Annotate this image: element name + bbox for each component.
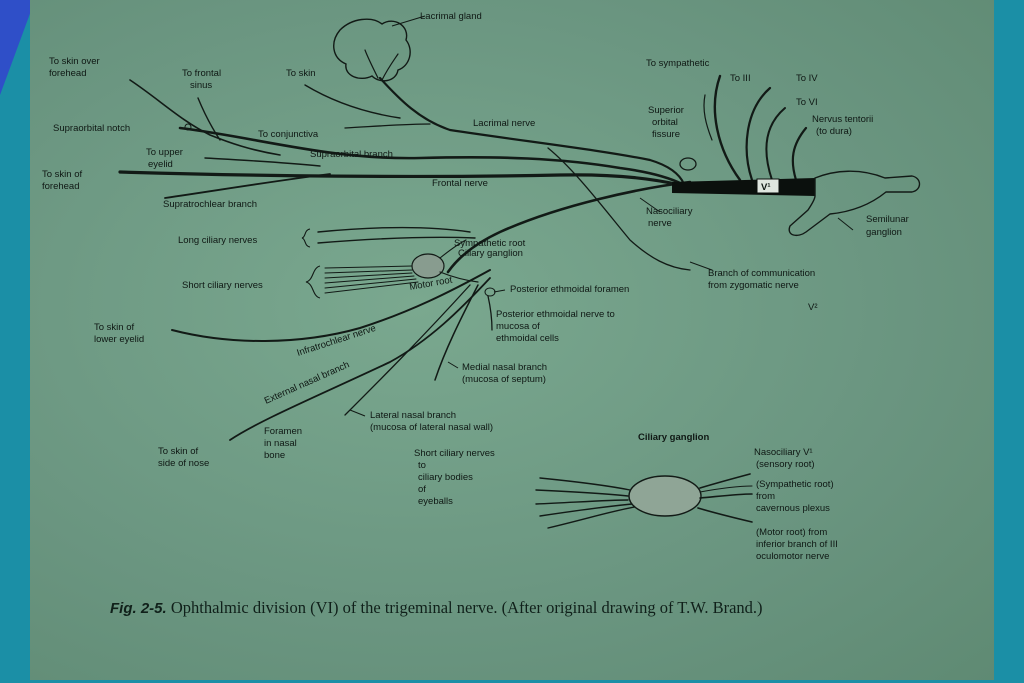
gland-branch-path <box>365 50 398 80</box>
label-to-skin-side-nose-2: side of nose <box>158 458 209 469</box>
label-superior-orbital-fissure-1: Superior <box>648 105 684 116</box>
label-inset-short-ciliary-2: to <box>418 460 426 471</box>
label-foramen-nasal-3: bone <box>264 450 285 461</box>
frontal-nerve-path <box>120 172 680 185</box>
label-posterior-ethmoidal-foramen: Posterior ethmoidal foramen <box>510 284 629 295</box>
figure-number: Fig. 2-5. <box>110 600 167 617</box>
label-to-skin-over-forehead-2: forehead <box>49 68 87 79</box>
label-to-upper-eyelid-2: eyelid <box>148 159 173 170</box>
label-to-upper-eyelid-1: To upper <box>146 147 183 158</box>
fissure-ring <box>680 158 696 170</box>
label-ciliary-ganglion-title: Ciliary ganglion <box>638 432 709 443</box>
label-pointers <box>350 16 853 416</box>
label-semilunar-ganglion-2: ganglion <box>866 227 902 238</box>
label-branch-comm-1: Branch of communication <box>708 268 815 279</box>
long-ciliary-path-1 <box>318 228 470 233</box>
label-supratrochlear-branch: Supratrochlear branch <box>163 199 257 210</box>
tentorii-path <box>793 128 806 180</box>
label-infratrochlear-nerve: Infratrochlear nerve <box>296 323 378 359</box>
label-nasociliary-nerve-2: nerve <box>648 218 672 229</box>
label-semilunar-ganglion-1: Semilunar <box>866 214 909 225</box>
label-v2: V² <box>808 302 818 313</box>
label-to-skin-of-forehead-1: To skin of <box>42 169 82 180</box>
label-to-frontal-sinus-1: To frontal <box>182 68 221 79</box>
to-upper-eyelid-path <box>205 158 320 166</box>
label-inset-short-ciliary-4: of <box>418 484 426 495</box>
lacrimal-nerve-path <box>380 78 684 184</box>
label-supraorbital-branch: Supraorbital branch <box>310 149 393 160</box>
label-to-skin-lower-eyelid-2: lower eyelid <box>94 334 144 345</box>
label-to-III: To III <box>730 73 751 84</box>
label-to-IV: To IV <box>796 73 818 84</box>
label-to-skin: To skin <box>286 68 316 79</box>
lacrimal-to-skin-path <box>305 85 400 118</box>
label-to-frontal-sinus-2: sinus <box>190 80 212 91</box>
short-ciliary-fan <box>325 266 418 293</box>
label-foramen-nasal-1: Foramen <box>264 426 302 437</box>
lateral-nasal-path <box>345 285 470 415</box>
label-branch-comm-2: from zygomatic nerve <box>708 280 799 291</box>
label-supraorbital-notch: Supraorbital notch <box>53 123 130 134</box>
long-ciliary-path-2 <box>318 237 475 243</box>
ethmoidal-foramen-mark <box>485 288 495 296</box>
ciliary-ganglion-small-shape <box>412 254 444 278</box>
label-frontal-nerve: Frontal nerve <box>432 178 488 189</box>
to-IV-path <box>747 88 770 180</box>
label-motor-root: Motor root <box>409 275 454 293</box>
label-lateral-nasal-2: (mucosa of lateral nasal wall) <box>370 422 493 433</box>
label-inset-sympathetic-1: (Sympathetic root) <box>756 479 834 490</box>
label-inset-motor-2: inferior branch of III <box>756 539 838 550</box>
label-nasociliary-nerve-1: Nasociliary <box>646 206 693 217</box>
label-lateral-nasal-1: Lateral nasal branch <box>370 410 456 421</box>
label-inset-motor-3: oculomotor nerve <box>756 551 829 562</box>
label-nervus-tentorii-1: Nervus tentorii <box>812 114 873 125</box>
label-superior-orbital-fissure-3: fissure <box>652 129 680 140</box>
to-sympathetic-path <box>704 95 712 140</box>
figure-caption-text: Ophthalmic division (VI) of the trigemin… <box>171 598 763 617</box>
label-ciliary-ganglion-small: Ciliary ganglion <box>458 248 523 259</box>
label-post-ethmoidal-nerve-3: ethmoidal cells <box>496 333 559 344</box>
label-to-skin-of-forehead-2: forehead <box>42 181 80 192</box>
label-to-skin-side-nose-1: To skin of <box>158 446 198 457</box>
label-nervus-tentorii-2: (to dura) <box>816 126 852 137</box>
label-short-ciliary-nerves: Short ciliary nerves <box>182 280 263 291</box>
label-to-VI: To VI <box>796 97 818 108</box>
label-post-ethmoidal-nerve-2: mucosa of <box>496 321 540 332</box>
label-inset-nasociliary-1: Nasociliary V¹ <box>754 447 813 458</box>
posterior-ethmoidal-path <box>488 296 492 330</box>
label-inset-nasociliary-2: (sensory root) <box>756 459 815 470</box>
label-medial-nasal-2: (mucosa of septum) <box>462 374 546 385</box>
label-inset-motor-1: (Motor root) from <box>756 527 827 538</box>
long-ciliary-brace <box>302 229 310 247</box>
label-inset-short-ciliary-5: eyeballs <box>418 496 453 507</box>
to-skin-forehead-path <box>130 80 280 155</box>
to-conjunctiva-path <box>345 124 430 128</box>
label-inset-short-ciliary-1: Short ciliary nerves <box>414 448 495 459</box>
diagram-labels: Lacrimal gland To skin over forehead To … <box>42 11 909 562</box>
label-inset-short-ciliary-3: ciliary bodies <box>418 472 473 483</box>
label-inset-sympathetic-2: from <box>756 491 775 502</box>
label-to-skin-lower-eyelid-1: To skin of <box>94 322 134 333</box>
v1-trunk <box>672 178 815 196</box>
lacrimal-gland-shape <box>334 19 410 81</box>
figure-caption: Fig. 2-5. Ophthalmic division (VI) of th… <box>110 597 970 620</box>
label-inset-sympathetic-3: cavernous plexus <box>756 503 830 514</box>
short-ciliary-brace <box>306 266 320 298</box>
label-v1: V¹ <box>761 182 771 193</box>
label-post-ethmoidal-nerve-1: Posterior ethmoidal nerve to <box>496 309 615 320</box>
label-to-skin-over-forehead-1: To skin over <box>49 56 100 67</box>
to-VI-path <box>766 108 785 180</box>
inset-ciliary-ganglion <box>536 474 752 528</box>
label-to-sympathetic: To sympathetic <box>646 58 710 69</box>
label-lacrimal-nerve: Lacrimal nerve <box>473 118 535 129</box>
to-III-path <box>715 76 740 180</box>
label-medial-nasal-1: Medial nasal branch <box>462 362 547 373</box>
label-foramen-nasal-2: in nasal <box>264 438 297 449</box>
label-lacrimal-gland: Lacrimal gland <box>420 11 482 22</box>
label-to-conjunctiva: To conjunctiva <box>258 129 319 140</box>
label-long-ciliary-nerves: Long ciliary nerves <box>178 235 257 246</box>
label-superior-orbital-fissure-2: orbital <box>652 117 678 128</box>
supratrochlear-path <box>165 174 330 198</box>
